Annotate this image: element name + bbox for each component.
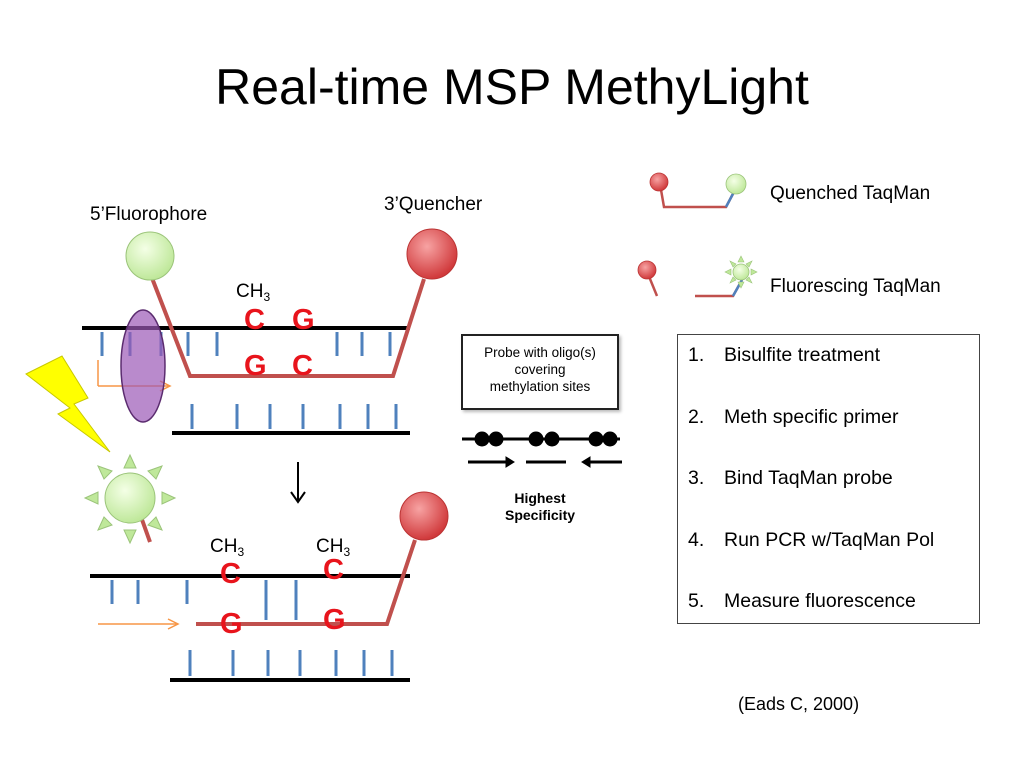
base-g-bottom-2: G <box>323 604 346 636</box>
base-c-bottom-1: C <box>220 558 241 590</box>
bottom-dna-duplex <box>90 491 449 682</box>
bottom-upper-ticks <box>110 580 298 620</box>
bottom-probe-line <box>196 539 417 626</box>
base-c-top-2: C <box>292 350 313 382</box>
primer-probe-schematic <box>462 431 622 468</box>
lightning-bolt-icon <box>25 355 111 453</box>
fluorophore-circle <box>125 231 175 281</box>
step-item: 5.Measure fluorescence <box>688 590 916 612</box>
callout-line-2: covering <box>514 362 566 377</box>
top-dna-duplex <box>82 228 458 435</box>
quencher-circle <box>406 228 458 280</box>
quenched-taqman-icon <box>649 172 747 209</box>
fluorescing-taqman-icon <box>637 255 758 298</box>
ch3-label-bottom-right: CH3 <box>316 536 351 559</box>
ch3-label-bottom-left: CH3 <box>210 536 245 559</box>
citation: (Eads C, 2000) <box>738 694 860 714</box>
probe-callout-box: Probe with oligo(s) covering methylation… <box>461 334 619 410</box>
step-item: 1.Bisulfite treatment <box>688 344 881 366</box>
specificity-label: Highest Specificity <box>504 490 576 523</box>
bottom-quencher-circle <box>399 491 449 541</box>
fluorescing-taqman-label: Fluorescing TaqMan <box>770 276 941 297</box>
base-g-top-1: G <box>292 304 315 336</box>
slide-title: Real-time MSP MethyLight <box>215 59 809 115</box>
top-lower-ticks <box>190 404 398 429</box>
base-c-top-1: C <box>244 304 265 336</box>
step-item: 4.Run PCR w/TaqMan Pol <box>688 529 935 551</box>
top-probe-line <box>150 277 426 378</box>
steps-list-box: 1.Bisulfite treatment 2.Meth specific pr… <box>677 334 980 624</box>
base-g-bottom-1: G <box>220 608 243 640</box>
quenched-taqman-label: Quenched TaqMan <box>770 183 931 204</box>
fluorophore-label: 5’Fluorophore <box>90 204 208 225</box>
base-c-bottom-2: C <box>323 554 344 586</box>
polymerase-ellipse <box>120 309 166 423</box>
base-g-top-2: G <box>244 350 267 382</box>
callout-line-3: methylation sites <box>489 379 591 394</box>
released-fluorophore <box>83 453 177 545</box>
down-arrow-icon <box>290 462 306 504</box>
step-item: 3.Bind TaqMan probe <box>688 467 893 489</box>
step-item: 2.Meth specific primer <box>688 406 899 428</box>
callout-line-1: Probe with oligo(s) <box>484 345 596 360</box>
ch3-label-top: CH3 <box>236 281 271 304</box>
bottom-lower-ticks <box>188 650 394 676</box>
quencher-label: 3’Quencher <box>384 194 483 215</box>
bottom-primer-arrow <box>98 618 180 630</box>
